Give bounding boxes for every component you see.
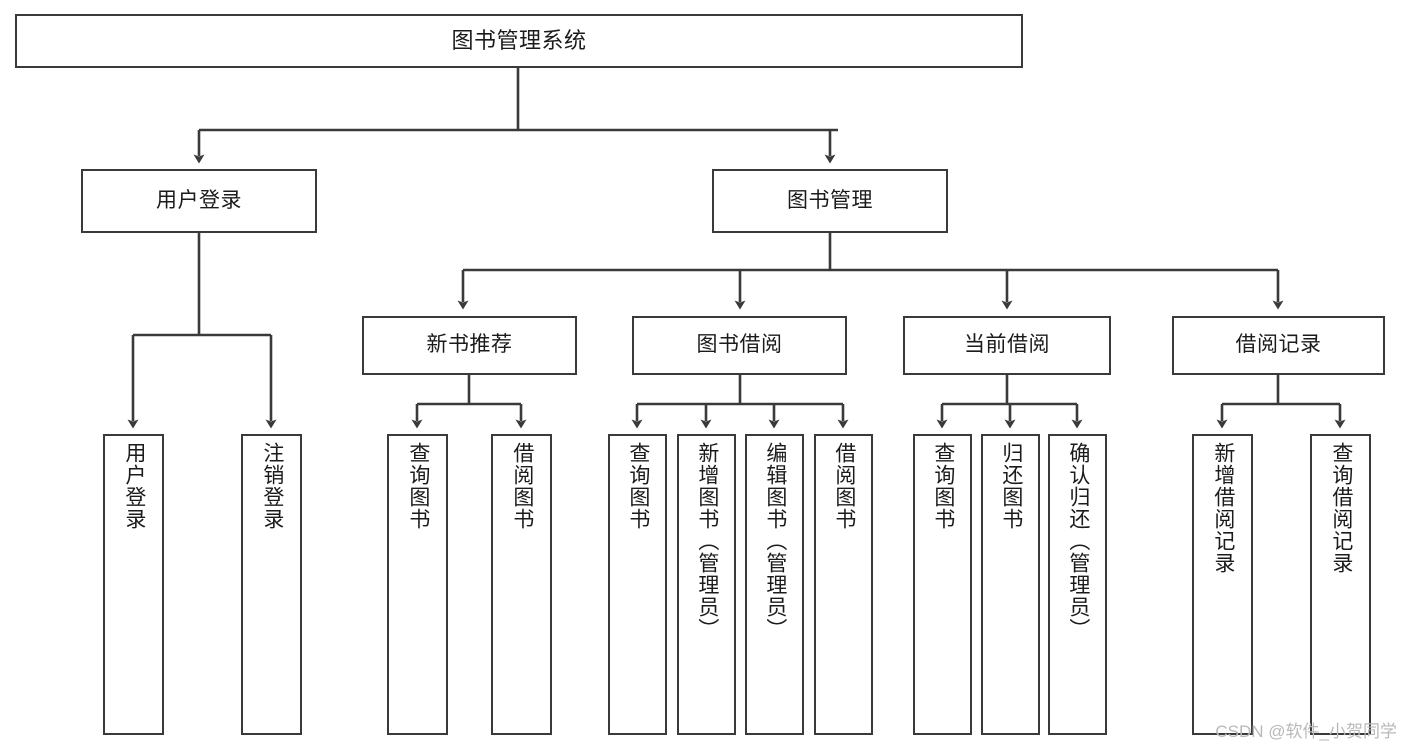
- node-leaf-borrow-book-1[interactable]: 借阅图书: [491, 434, 552, 735]
- node-leaf-confirm-return[interactable]: 确认归还（管理员）: [1048, 434, 1107, 735]
- watermark-text: CSDN @软件_小贺同学: [1215, 722, 1397, 741]
- node-leaf-query-book-1-label: 查询图书: [406, 442, 430, 530]
- node-borrow-record[interactable]: 借阅记录: [1172, 316, 1385, 375]
- node-leaf-edit-book[interactable]: 编辑图书（管理员）: [745, 434, 804, 735]
- node-book-borrow-label: 图书借阅: [696, 333, 783, 357]
- node-current-borrow[interactable]: 当前借阅: [903, 316, 1111, 375]
- node-leaf-query-book-1[interactable]: 查询图书: [387, 434, 448, 735]
- node-leaf-add-book[interactable]: 新增图书（管理员）: [677, 434, 736, 735]
- node-leaf-edit-book-label: 编辑图书（管理员）: [763, 442, 787, 640]
- node-leaf-add-record[interactable]: 新增借阅记录: [1192, 434, 1253, 735]
- node-leaf-query-record[interactable]: 查询借阅记录: [1310, 434, 1371, 735]
- node-leaf-return-book[interactable]: 归还图书: [981, 434, 1040, 735]
- node-leaf-query-book-3[interactable]: 查询图书: [913, 434, 972, 735]
- node-borrow-record-label: 借阅记录: [1235, 333, 1322, 357]
- node-book-borrow[interactable]: 图书借阅: [632, 316, 847, 375]
- node-leaf-query-book-2[interactable]: 查询图书: [608, 434, 667, 735]
- node-root[interactable]: 图书管理系统: [15, 14, 1023, 68]
- node-leaf-add-book-label: 新增图书（管理员）: [695, 442, 719, 640]
- node-leaf-logout-label: 注销登录: [260, 442, 284, 530]
- node-root-label: 图书管理系统: [451, 28, 587, 54]
- node-leaf-borrow-book-2[interactable]: 借阅图书: [814, 434, 873, 735]
- node-leaf-add-record-label: 新增借阅记录: [1211, 442, 1235, 574]
- node-leaf-confirm-return-label: 确认归还（管理员）: [1066, 442, 1090, 640]
- node-current-borrow-label: 当前借阅: [964, 333, 1050, 357]
- node-leaf-query-book-3-label: 查询图书: [931, 442, 955, 530]
- node-leaf-user-login-label: 用户登录: [122, 442, 146, 530]
- node-leaf-return-book-label: 归还图书: [999, 442, 1023, 530]
- node-book-manage-label: 图书管理: [787, 188, 873, 212]
- node-leaf-query-book-2-label: 查询图书: [626, 442, 650, 530]
- node-leaf-borrow-book-1-label: 借阅图书: [510, 442, 534, 530]
- node-new-book-recommend[interactable]: 新书推荐: [362, 316, 577, 375]
- node-user-login-label: 用户登录: [156, 188, 242, 212]
- node-leaf-query-record-label: 查询借阅记录: [1329, 442, 1353, 574]
- node-book-manage[interactable]: 图书管理: [712, 169, 948, 233]
- node-user-login[interactable]: 用户登录: [81, 169, 317, 233]
- node-new-book-recommend-label: 新书推荐: [426, 333, 513, 357]
- node-leaf-logout[interactable]: 注销登录: [241, 434, 302, 735]
- node-leaf-borrow-book-2-label: 借阅图书: [832, 442, 856, 530]
- node-leaf-user-login[interactable]: 用户登录: [103, 434, 164, 735]
